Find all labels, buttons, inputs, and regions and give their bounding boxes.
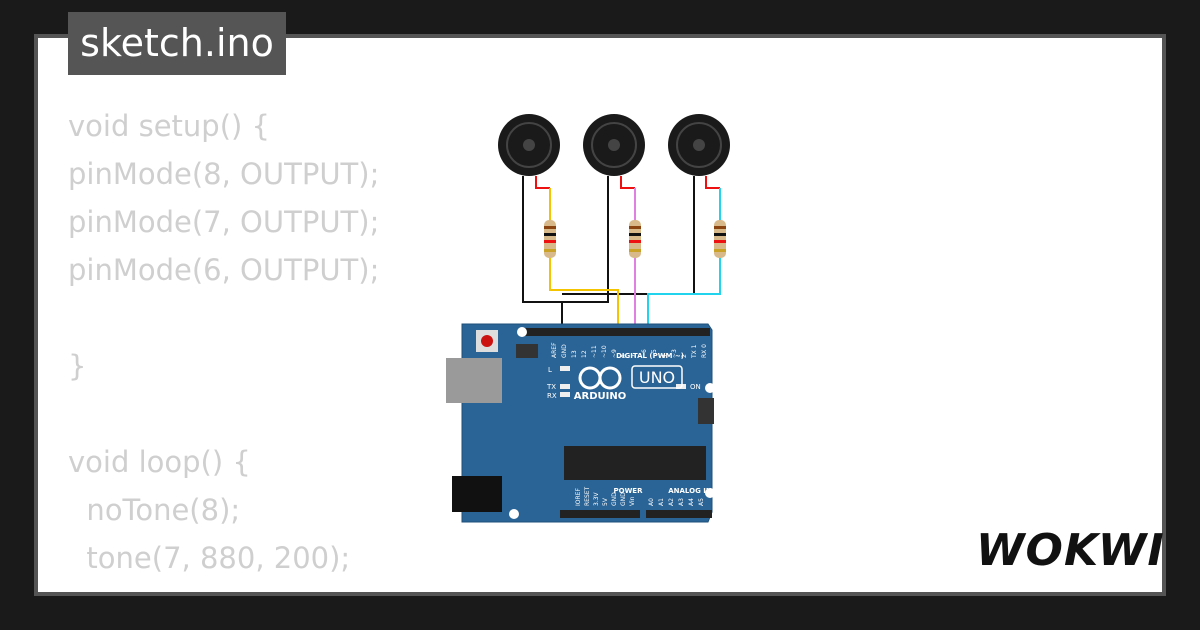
digital-pin-label: ~5 (651, 349, 658, 358)
tx-label: TX (546, 383, 556, 391)
code-clip: void setup() { pinMode(8, OUTPUT); pinMo… (68, 102, 379, 592)
power-pin-label: 3.3V (593, 491, 600, 506)
power-label: POWER (614, 487, 644, 495)
buzzer-3[interactable] (668, 114, 730, 176)
file-tab[interactable]: sketch.ino (68, 12, 286, 75)
wire-pin6 (647, 188, 721, 326)
digital-pin-label: TX 1 (691, 344, 698, 359)
code-line: void loop() { (68, 445, 251, 479)
digital-header (524, 328, 710, 336)
on-label: ON (690, 383, 701, 391)
l-label: L (548, 366, 552, 374)
code-line: pinMode(6, OUTPUT); (68, 253, 380, 287)
arduino-uno-board[interactable]: UNO ARDUINO DIGITAL (PWM ~) POWER ANALOG… (446, 323, 715, 523)
code-line: } (68, 349, 87, 383)
board-brand: ARDUINO (574, 391, 626, 402)
usb-port (446, 358, 502, 403)
code-line: tone(7, 880, 200); (68, 541, 351, 575)
analog-pin-label: A1 (658, 498, 665, 506)
analog-pin-label: A0 (648, 498, 655, 506)
resistor-1[interactable] (544, 220, 556, 258)
digital-pin-label: ~9 (611, 349, 618, 358)
wokwi-logo: WOKWI (976, 525, 1165, 576)
power-pin-label: 5V (602, 497, 609, 506)
power-jack (452, 476, 502, 512)
atmega-chip (564, 446, 706, 480)
resistor-2[interactable] (629, 220, 641, 258)
code-line: void setup() { (68, 109, 270, 143)
buzzer-1[interactable] (498, 114, 560, 176)
wire-pin8 (549, 188, 619, 326)
code-view: void setup() { pinMode(8, OUTPUT); pinMo… (68, 102, 379, 592)
analog-header (646, 510, 712, 518)
board-model: UNO (639, 368, 675, 387)
digital-pin-label: 4 (661, 354, 668, 358)
digital-pin-label: 2 (681, 354, 688, 358)
code-line: delay(200); (68, 589, 253, 592)
digital-pin-label: ~10 (601, 345, 608, 358)
power-pin-label: Vin (629, 496, 636, 506)
power-pin-label: GND (611, 492, 618, 506)
code-line: pinMode(7, OUTPUT); (68, 205, 380, 239)
digital-pin-label: 8 (621, 354, 628, 358)
analog-pin-label: A2 (668, 498, 675, 506)
code-line: pinMode(8, OUTPUT); (68, 157, 380, 191)
power-header (560, 510, 640, 518)
analog-label: ANALOG IN (668, 487, 712, 495)
buzzer-leads (535, 176, 720, 189)
power-pin-label: GND (620, 492, 627, 506)
digital-pin-label: ~3 (671, 349, 678, 358)
analog-pin-label: A5 (698, 498, 705, 506)
analog-pin-label: A4 (688, 498, 695, 506)
code-line: noTone(8); (68, 493, 241, 527)
power-pin-label: RESET (584, 486, 591, 506)
digital-pin-label: ~11 (591, 345, 598, 358)
analog-pin-label: A3 (678, 498, 685, 506)
buzzer-2[interactable] (583, 114, 645, 176)
power-pin-label: IOREF (575, 488, 582, 506)
digital-pin-label: 12 (581, 350, 588, 358)
digital-label: DIGITAL (PWM ~) (616, 352, 684, 360)
digital-pin-label: ~6 (641, 349, 648, 358)
digital-pin-label: GND (561, 344, 568, 358)
digital-pin-label: 13 (571, 350, 578, 358)
digital-pin-label: AREF (551, 342, 558, 358)
circuit-diagram: UNO ARDUINO DIGITAL (PWM ~) POWER ANALOG… (446, 114, 730, 523)
rx-label: RX (547, 392, 557, 400)
resistor-3[interactable] (714, 220, 726, 258)
digital-pin-label: 7 (631, 354, 638, 358)
digital-pin-label: RX 0 (701, 344, 708, 358)
